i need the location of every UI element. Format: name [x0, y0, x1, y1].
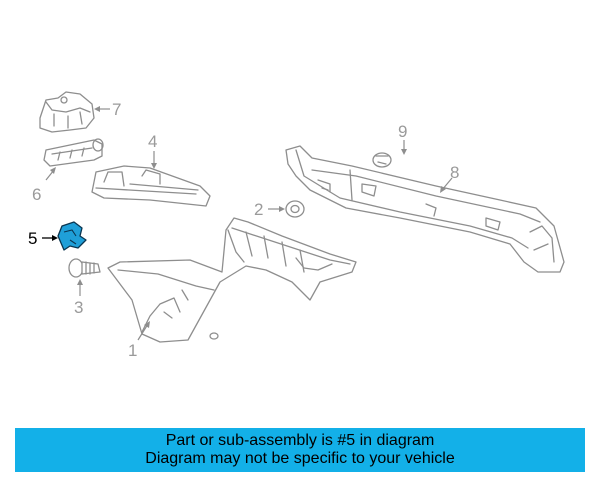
callout-4: 4 — [148, 132, 157, 151]
part-1-trim-panel[interactable] — [107, 217, 357, 343]
part-2-grommet[interactable] — [285, 200, 305, 218]
callout-3: 3 — [74, 298, 83, 317]
parts-diagram: 7 6 4 5 3 2 — [28, 91, 565, 360]
callout-7: 7 — [112, 100, 121, 119]
part-4-retainer[interactable] — [91, 165, 211, 207]
part-6-clip[interactable] — [43, 138, 104, 167]
info-banner: Part or sub-assembly is #5 in diagram Di… — [15, 428, 585, 472]
part-7-bracket[interactable] — [39, 91, 95, 133]
banner-line-1: Part or sub-assembly is #5 in diagram — [165, 432, 435, 449]
callout-9: 9 — [398, 122, 407, 141]
banner-line-2: Diagram may not be specific to your vehi… — [145, 450, 455, 467]
callout-6: 6 — [32, 185, 41, 204]
part-8-upper-trim[interactable] — [285, 145, 565, 273]
callout-1: 1 — [128, 341, 137, 360]
callout-8: 8 — [450, 163, 459, 182]
callout-2: 2 — [254, 200, 263, 219]
part-5-clip-highlighted[interactable] — [57, 221, 87, 251]
part-3-screw[interactable] — [68, 258, 101, 278]
part-9-push-pin[interactable] — [372, 152, 392, 168]
callout-5: 5 — [28, 229, 37, 248]
